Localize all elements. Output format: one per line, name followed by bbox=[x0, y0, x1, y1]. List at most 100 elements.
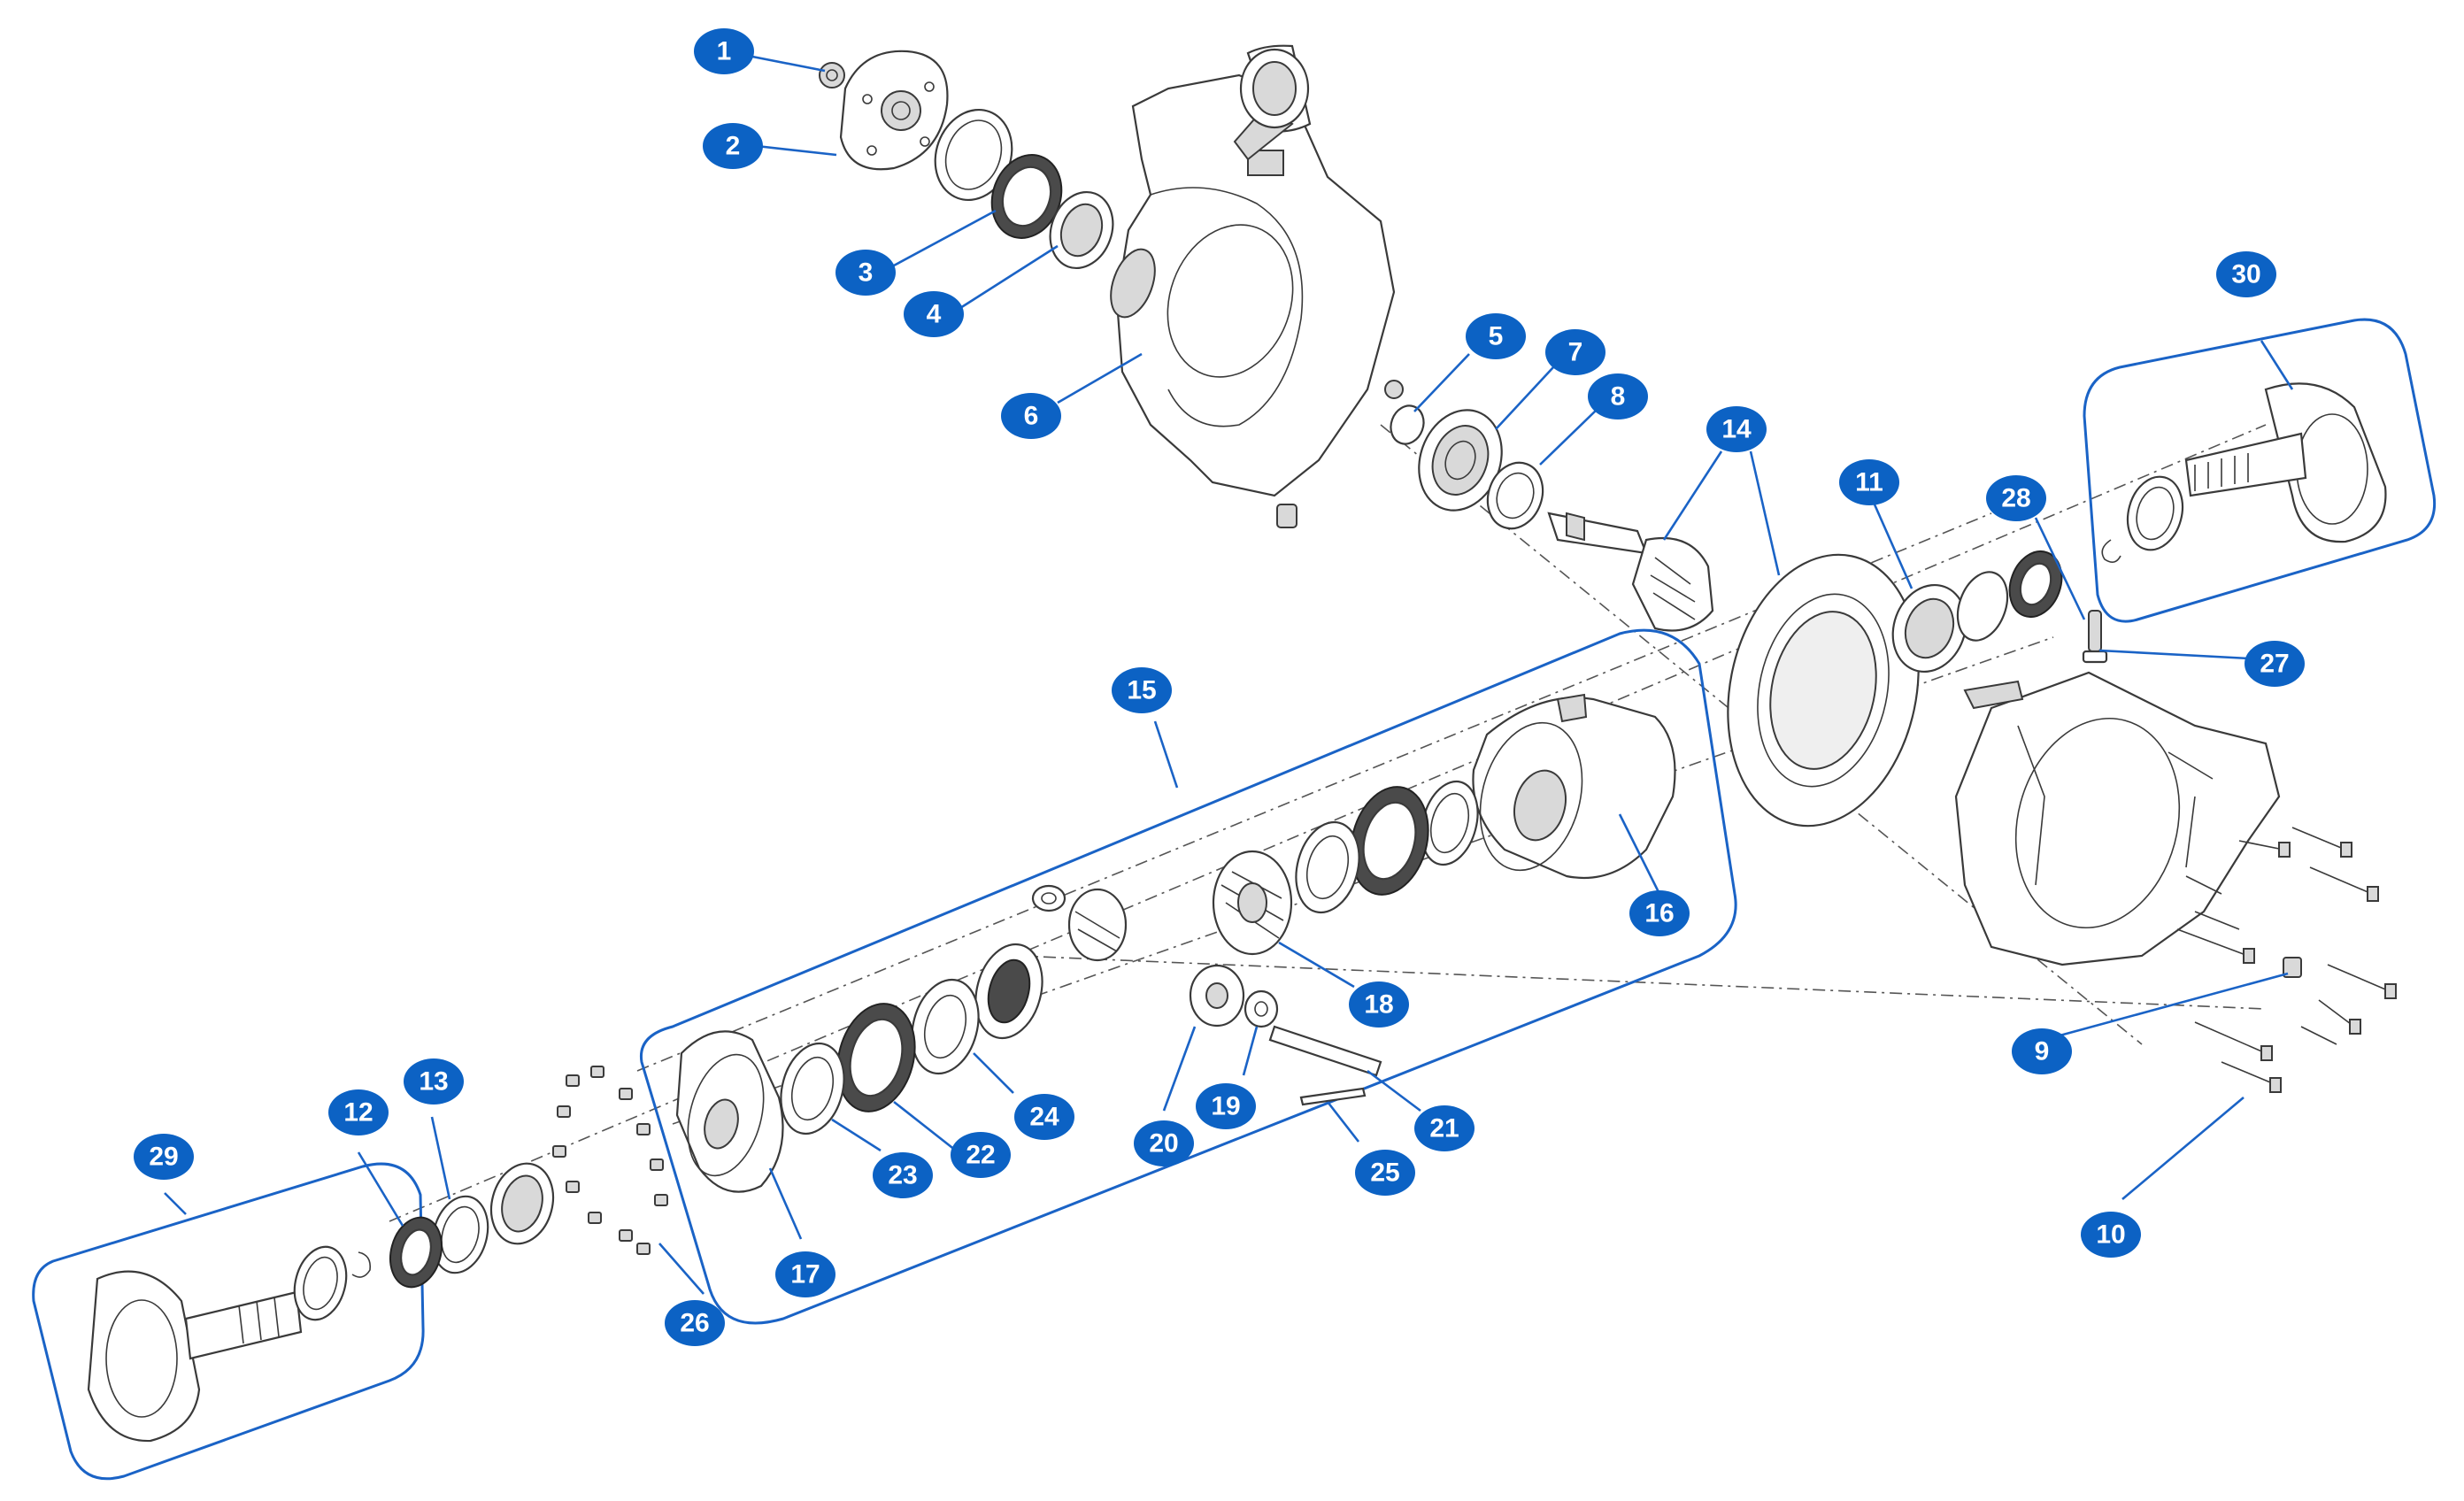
part-5-spacer bbox=[1384, 380, 1425, 445]
callout-15: 15 bbox=[1112, 667, 1172, 713]
callout-13: 13 bbox=[404, 1058, 464, 1105]
part-7-pinion-bearing bbox=[1418, 409, 1503, 512]
part-18b-thrust-washer bbox=[1031, 884, 1066, 912]
part-6c-drain-plug bbox=[1276, 504, 1297, 528]
svg-text:2: 2 bbox=[726, 132, 741, 161]
callout-3: 3 bbox=[835, 250, 896, 296]
svg-text:8: 8 bbox=[1611, 382, 1626, 412]
callout-2: 2 bbox=[703, 123, 763, 169]
svg-text:14: 14 bbox=[1721, 415, 1752, 444]
callout-22: 22 bbox=[951, 1132, 1011, 1178]
callout-17: 17 bbox=[775, 1251, 835, 1297]
part-24b-washer bbox=[911, 978, 980, 1075]
part-21-cross-shaft bbox=[1268, 1025, 1382, 1077]
svg-text:1: 1 bbox=[717, 37, 732, 66]
callout-26: 26 bbox=[665, 1300, 725, 1346]
part-14b-ring-gear bbox=[1727, 553, 1920, 827]
callout-9: 9 bbox=[2012, 1028, 2072, 1074]
callout-19: 19 bbox=[1196, 1083, 1256, 1129]
part-27-breather bbox=[2082, 610, 2108, 664]
part-6b-spare-bearing bbox=[1239, 48, 1310, 129]
part-29-axle-flange bbox=[87, 1245, 372, 1443]
part-28-seal bbox=[2008, 550, 2063, 618]
svg-text:5: 5 bbox=[1489, 322, 1504, 351]
group-outline-29 bbox=[32, 1162, 425, 1481]
callout-10: 10 bbox=[2081, 1212, 2141, 1258]
part-23-washer bbox=[780, 1042, 845, 1135]
svg-text:27: 27 bbox=[2260, 650, 2289, 679]
svg-text:7: 7 bbox=[1568, 338, 1583, 367]
part-17-diff-cover bbox=[675, 1030, 784, 1193]
leader-lines bbox=[164, 53, 2294, 1295]
svg-text:19: 19 bbox=[1211, 1092, 1240, 1121]
callout-25: 25 bbox=[1355, 1150, 1415, 1196]
svg-text:9: 9 bbox=[2035, 1037, 2050, 1066]
svg-text:12: 12 bbox=[343, 1098, 373, 1128]
svg-text:18: 18 bbox=[1364, 990, 1393, 1020]
svg-text:24: 24 bbox=[1029, 1103, 1059, 1132]
part-18c-side-gear bbox=[1067, 888, 1128, 962]
part-16c-clutch-pack bbox=[1350, 786, 1429, 896]
part-16d-washer bbox=[1295, 820, 1360, 914]
svg-text:11: 11 bbox=[1855, 468, 1883, 497]
part-2-companion-flange bbox=[839, 50, 949, 171]
callout-8: 8 bbox=[1588, 373, 1648, 420]
svg-text:30: 30 bbox=[2231, 260, 2260, 289]
group-outline-15 bbox=[639, 628, 1737, 1325]
part-9-output-housing bbox=[1954, 671, 2302, 978]
part-30-axle-flange bbox=[2101, 382, 2387, 563]
svg-text:28: 28 bbox=[2001, 484, 2030, 513]
callout-29: 29 bbox=[134, 1134, 194, 1180]
callout-18: 18 bbox=[1349, 981, 1409, 1028]
svg-text:21: 21 bbox=[1429, 1114, 1459, 1143]
svg-text:10: 10 bbox=[2096, 1220, 2125, 1250]
part-3-oil-seal bbox=[990, 154, 1063, 239]
part-14-pinion-gear bbox=[1547, 512, 1714, 632]
svg-text:25: 25 bbox=[1370, 1158, 1399, 1188]
part-26-bolts bbox=[552, 1066, 668, 1255]
svg-text:22: 22 bbox=[966, 1141, 995, 1170]
svg-text:17: 17 bbox=[790, 1260, 820, 1289]
part-19-washer bbox=[1244, 989, 1279, 1028]
svg-text:13: 13 bbox=[419, 1067, 448, 1097]
svg-text:6: 6 bbox=[1024, 402, 1039, 431]
part-11b-shim bbox=[1956, 571, 2009, 642]
svg-text:16: 16 bbox=[1644, 899, 1674, 928]
svg-text:15: 15 bbox=[1127, 676, 1156, 705]
part-18-side-gear bbox=[1212, 850, 1293, 956]
callout-24: 24 bbox=[1014, 1094, 1074, 1140]
callout-27: 27 bbox=[2245, 641, 2305, 687]
part-13b-bearing bbox=[489, 1162, 555, 1245]
part-16-diff-case-half bbox=[1472, 693, 1676, 880]
part-8-shim bbox=[1486, 461, 1544, 530]
callout-23: 23 bbox=[873, 1152, 933, 1198]
callout-4: 4 bbox=[904, 291, 964, 337]
svg-text:26: 26 bbox=[680, 1309, 709, 1338]
callout-7: 7 bbox=[1545, 329, 1605, 375]
callout-12: 12 bbox=[328, 1089, 389, 1135]
part-13-shim bbox=[431, 1195, 489, 1274]
svg-text:23: 23 bbox=[888, 1161, 917, 1190]
callout-21: 21 bbox=[1414, 1105, 1475, 1151]
svg-text:3: 3 bbox=[859, 258, 874, 288]
part-11-bearing bbox=[1891, 583, 1967, 674]
callout-5: 5 bbox=[1466, 313, 1526, 359]
part-25-pin bbox=[1299, 1087, 1367, 1106]
part-24-clutch-disc bbox=[974, 943, 1043, 1040]
part-10-bolts bbox=[2176, 827, 2397, 1093]
part-4-bearing bbox=[1049, 190, 1114, 270]
part-1-nut bbox=[819, 62, 845, 89]
callout-28: 28 bbox=[1986, 475, 2046, 521]
callout-16: 16 bbox=[1629, 890, 1690, 936]
svg-text:4: 4 bbox=[927, 300, 942, 329]
svg-text:20: 20 bbox=[1149, 1129, 1178, 1158]
callout-11: 11 bbox=[1839, 459, 1899, 505]
callout-14: 14 bbox=[1706, 406, 1767, 452]
callout-6: 6 bbox=[1001, 393, 1061, 439]
callout-1: 1 bbox=[694, 28, 754, 74]
part-20-pinion-mate bbox=[1189, 964, 1245, 1028]
svg-text:29: 29 bbox=[149, 1143, 178, 1172]
callout-30: 30 bbox=[2216, 251, 2276, 297]
part-12-seal bbox=[389, 1216, 443, 1289]
